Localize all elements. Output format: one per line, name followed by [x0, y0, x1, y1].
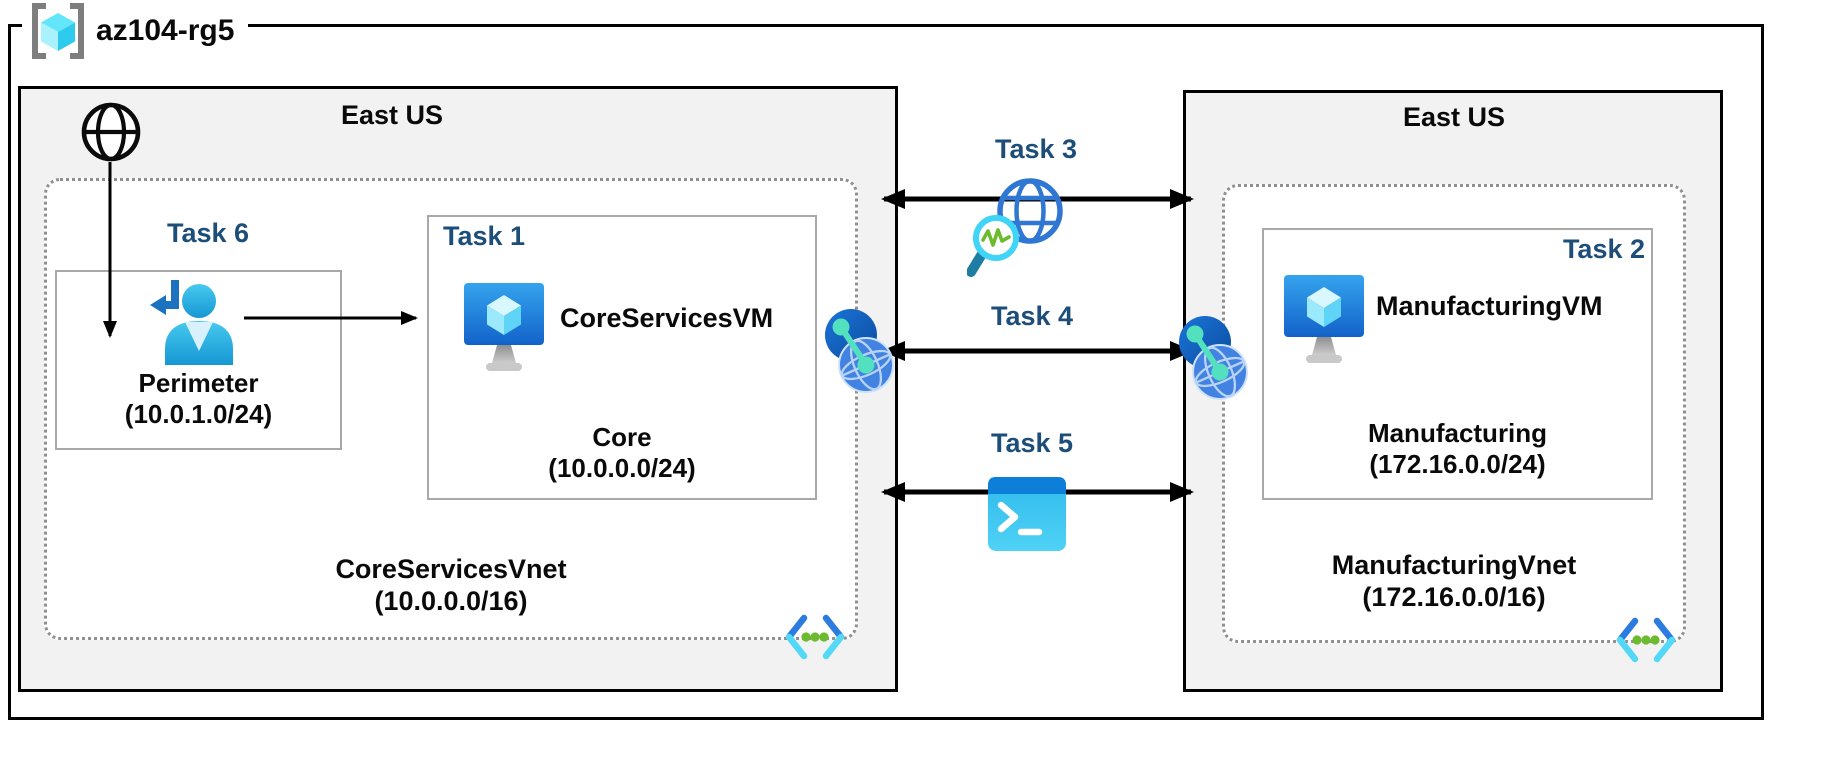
task4-label: Task 4 — [990, 301, 1074, 331]
cloud-shell-icon — [988, 477, 1066, 558]
subnet-box-manufacturing — [1262, 228, 1653, 500]
virtual-network-icon-right — [1615, 616, 1677, 669]
manufacturing-subnet-name: Manufacturing — [1367, 418, 1548, 448]
core-subnet-cidr: (10.0.0.0/24) — [548, 453, 696, 483]
perimeter-subnet-name: Perimeter — [138, 368, 259, 398]
virtual-machine-icon-manufacturing — [1283, 274, 1365, 377]
core-subnet-name: Core — [592, 422, 652, 452]
manufacturingvnet-cidr: (172.16.0.0/16) — [1362, 582, 1546, 612]
virtual-machine-icon-core — [463, 282, 545, 385]
subnet-box-core — [427, 215, 817, 500]
core-subnet-label: Core (10.0.0.0/24) — [427, 422, 817, 484]
coreservicesvnet-label: CoreServicesVnet (10.0.0.0/16) — [251, 553, 651, 617]
task3-label: Task 3 — [994, 134, 1078, 164]
region-label-right: East US — [1402, 102, 1506, 132]
resource-group-icon — [22, 0, 94, 62]
coreservicesvnet-cidr: (10.0.0.0/16) — [374, 586, 528, 616]
vnet-peering-icon-right — [1179, 313, 1249, 410]
vnet-peering-icon-left — [825, 306, 895, 403]
task5-label: Task 5 — [990, 428, 1074, 458]
manufacturing-subnet-cidr: (172.16.0.0/24) — [1369, 449, 1546, 479]
coreservicesvm-label: CoreServicesVM — [560, 303, 774, 333]
resource-group-boundary — [8, 24, 1764, 720]
virtual-network-icon-left — [784, 613, 846, 666]
task2-label: Task 2 — [1562, 234, 1645, 264]
manufacturingvm-label: ManufacturingVM — [1376, 291, 1603, 321]
manufacturing-subnet-label: Manufacturing (172.16.0.0/24) — [1262, 418, 1653, 480]
perimeter-subnet-cidr: (10.0.1.0/24) — [124, 399, 273, 429]
manufacturingvnet-name: ManufacturingVnet — [1331, 550, 1577, 580]
internet-globe-icon — [80, 100, 142, 169]
perimeter-subnet-label: Perimeter (10.0.1.0/24) — [55, 368, 342, 430]
user-signin-icon — [148, 277, 242, 374]
manufacturingvnet-label: ManufacturingVnet (172.16.0.0/16) — [1252, 549, 1656, 613]
region-label-left: East US — [340, 100, 444, 130]
coreservicesvnet-name: CoreServicesVnet — [335, 554, 567, 584]
resource-group-name: az104-rg5 — [94, 10, 249, 52]
task6-label: Task 6 — [166, 218, 250, 248]
task1-label: Task 1 — [443, 221, 526, 251]
network-watcher-icon — [966, 172, 1069, 285]
